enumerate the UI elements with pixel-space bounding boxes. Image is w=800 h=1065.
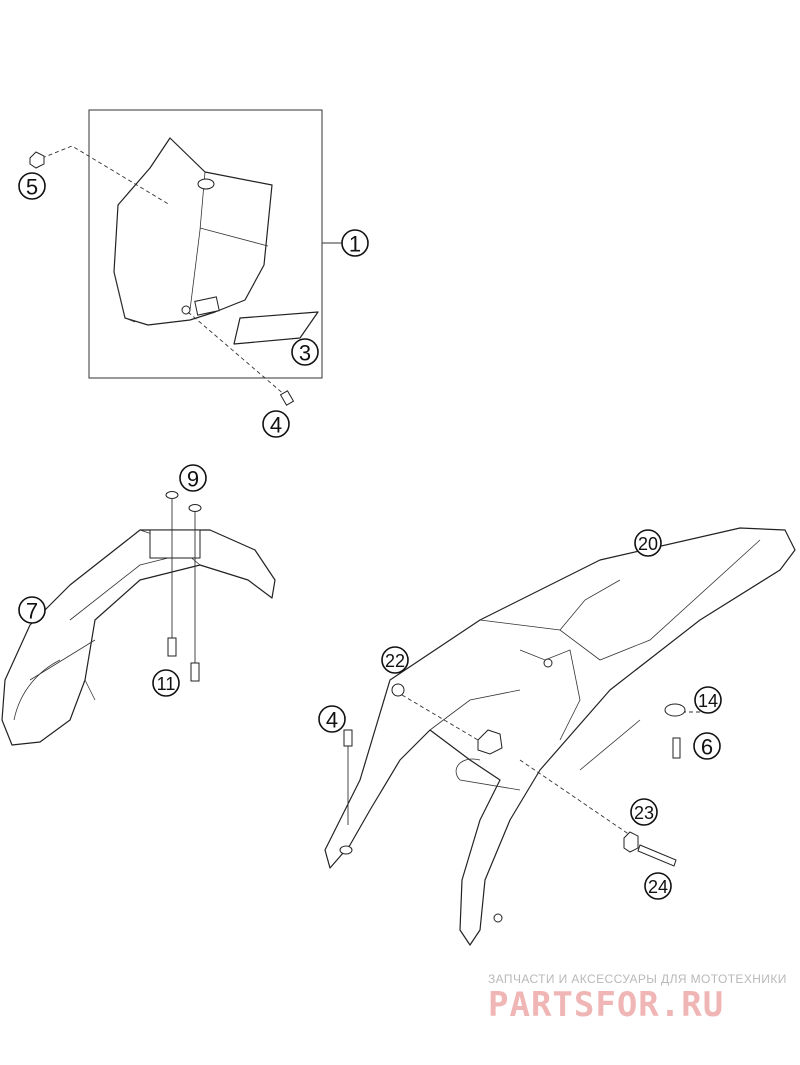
callout-23: 23 (630, 798, 658, 826)
hardware-22 (391, 683, 405, 697)
callout-9: 9 (179, 464, 207, 492)
callout-1: 1 (341, 229, 369, 257)
bolt-24 (637, 844, 677, 867)
assembly-box (88, 109, 323, 379)
grommet-14 (664, 703, 686, 717)
callout-11: 11 (152, 669, 180, 697)
screw-hardware (279, 390, 295, 406)
front-fender (1, 529, 276, 746)
rear-fender (324, 527, 796, 946)
callout-5: 5 (18, 172, 46, 200)
svg-text:3: 3 (299, 341, 311, 366)
svg-text:9: 9 (187, 467, 199, 492)
callout-24: 24 (644, 872, 672, 900)
bolt-hardware (167, 637, 200, 682)
svg-text:22: 22 (385, 651, 405, 671)
svg-text:4: 4 (326, 708, 338, 733)
svg-text:6: 6 (701, 735, 713, 760)
screw-6 (672, 737, 681, 759)
callout-7: 7 (18, 596, 46, 624)
number-plate (113, 137, 273, 326)
callout-20: 20 (634, 529, 662, 557)
watermark-tagline: ЗАПЧАСТИ И АКСЕССУАРЫ ДЛЯ МОТОТЕХНИКИ (488, 972, 787, 986)
svg-text:5: 5 (26, 175, 38, 200)
svg-text:11: 11 (157, 674, 176, 694)
number-plate-sticker (233, 311, 319, 345)
svg-text:23: 23 (634, 803, 654, 823)
callout-22: 22 (381, 646, 409, 674)
svg-text:14: 14 (698, 691, 718, 711)
svg-text:4: 4 (270, 413, 282, 438)
watermark-logo: PARTSFOR.RU (488, 985, 725, 1025)
svg-text:20: 20 (638, 534, 658, 554)
nut-23 (623, 831, 639, 853)
callout-14: 14 (694, 686, 722, 714)
svg-text:7: 7 (26, 599, 38, 624)
bolt-4-rear (343, 729, 353, 747)
washer-hardware (165, 491, 202, 512)
callout-3: 3 (291, 338, 319, 366)
svg-text:24: 24 (648, 877, 668, 897)
callout-4-top: 4 (262, 410, 290, 438)
callout-6: 6 (693, 732, 721, 760)
callout-4-rear: 4 (318, 705, 346, 733)
svg-text:1: 1 (349, 232, 361, 257)
nut-hardware (29, 151, 45, 169)
